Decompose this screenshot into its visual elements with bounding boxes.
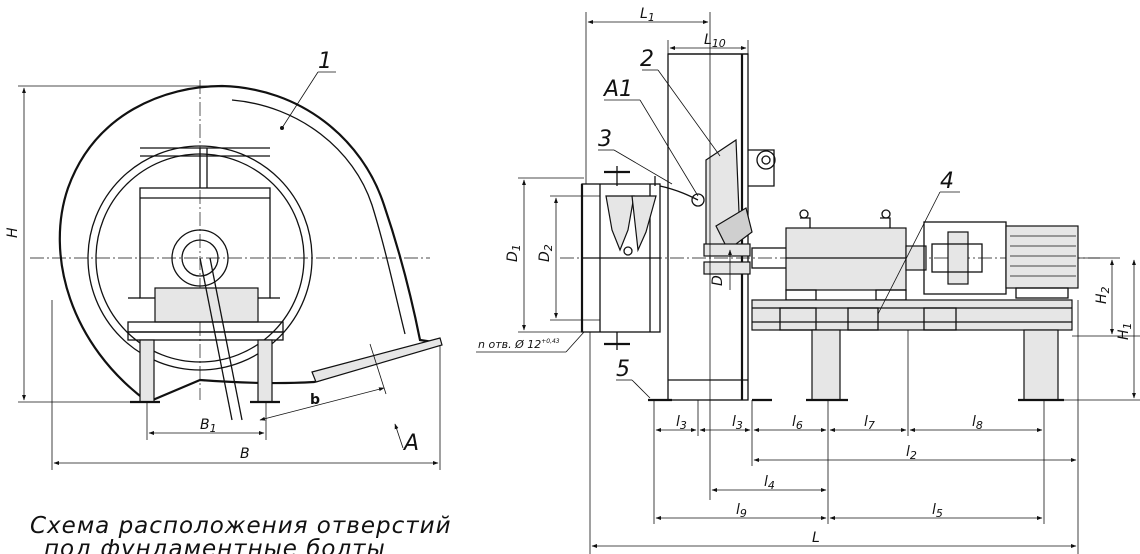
dim-D1-label: D1 <box>505 244 523 262</box>
base-frame <box>751 299 1073 331</box>
dim-l8-label: l8 <box>972 414 983 432</box>
hole-note: n отв. Ø 12+0,43 <box>478 338 560 351</box>
dim-H-label: H <box>5 227 21 238</box>
dim-H1-label: H1 <box>1116 322 1134 340</box>
dim-H2-label: H2 <box>1094 286 1112 304</box>
dim-B-label: B <box>240 446 250 462</box>
callout-4: 4 <box>940 169 954 194</box>
front-view: 1 H B1 b B A <box>5 49 443 470</box>
dim-L1-label: L1 <box>640 6 655 24</box>
bearing-housing <box>785 227 907 291</box>
dim-l6-label: l6 <box>792 414 803 432</box>
dim-l2-label: l2 <box>906 444 917 462</box>
hub <box>171 229 229 287</box>
dim-L-label: L <box>812 530 820 546</box>
dim-l9-label: l9 <box>736 502 747 520</box>
caption-line-1: Схема расположения отверстий <box>30 513 452 539</box>
callout-3: 3 <box>598 127 612 152</box>
view-A-label: A <box>402 431 419 456</box>
dim-l3b-label: l3 <box>732 414 743 432</box>
dim-l5-label: l5 <box>932 502 943 520</box>
impeller-ring <box>87 145 313 371</box>
callout-1: 1 <box>318 49 332 74</box>
dim-b-label: b <box>310 392 320 408</box>
callout-A1: A1 <box>602 77 633 102</box>
electric-motor <box>1005 225 1079 289</box>
side-view: 2 A1 3 4 5 L1 L10 D1 D2 <box>476 6 1140 554</box>
dim-l3a-label: l3 <box>676 414 687 432</box>
callout-2: 2 <box>640 47 654 72</box>
callout-5: 5 <box>616 357 630 382</box>
dim-l4-label: l4 <box>764 474 775 492</box>
dim-B1-label: B1 <box>200 417 217 435</box>
volute-casing <box>58 84 441 404</box>
dim-l7-label: l7 <box>864 414 875 432</box>
coupling <box>947 231 969 285</box>
detail-A1-circle <box>691 193 705 207</box>
caption-line-2: под фундаментные болты <box>44 536 386 554</box>
dim-D2-label: D2 <box>537 244 555 262</box>
dim-D-label: D <box>710 275 726 286</box>
dim-L10-label: L10 <box>704 32 726 50</box>
